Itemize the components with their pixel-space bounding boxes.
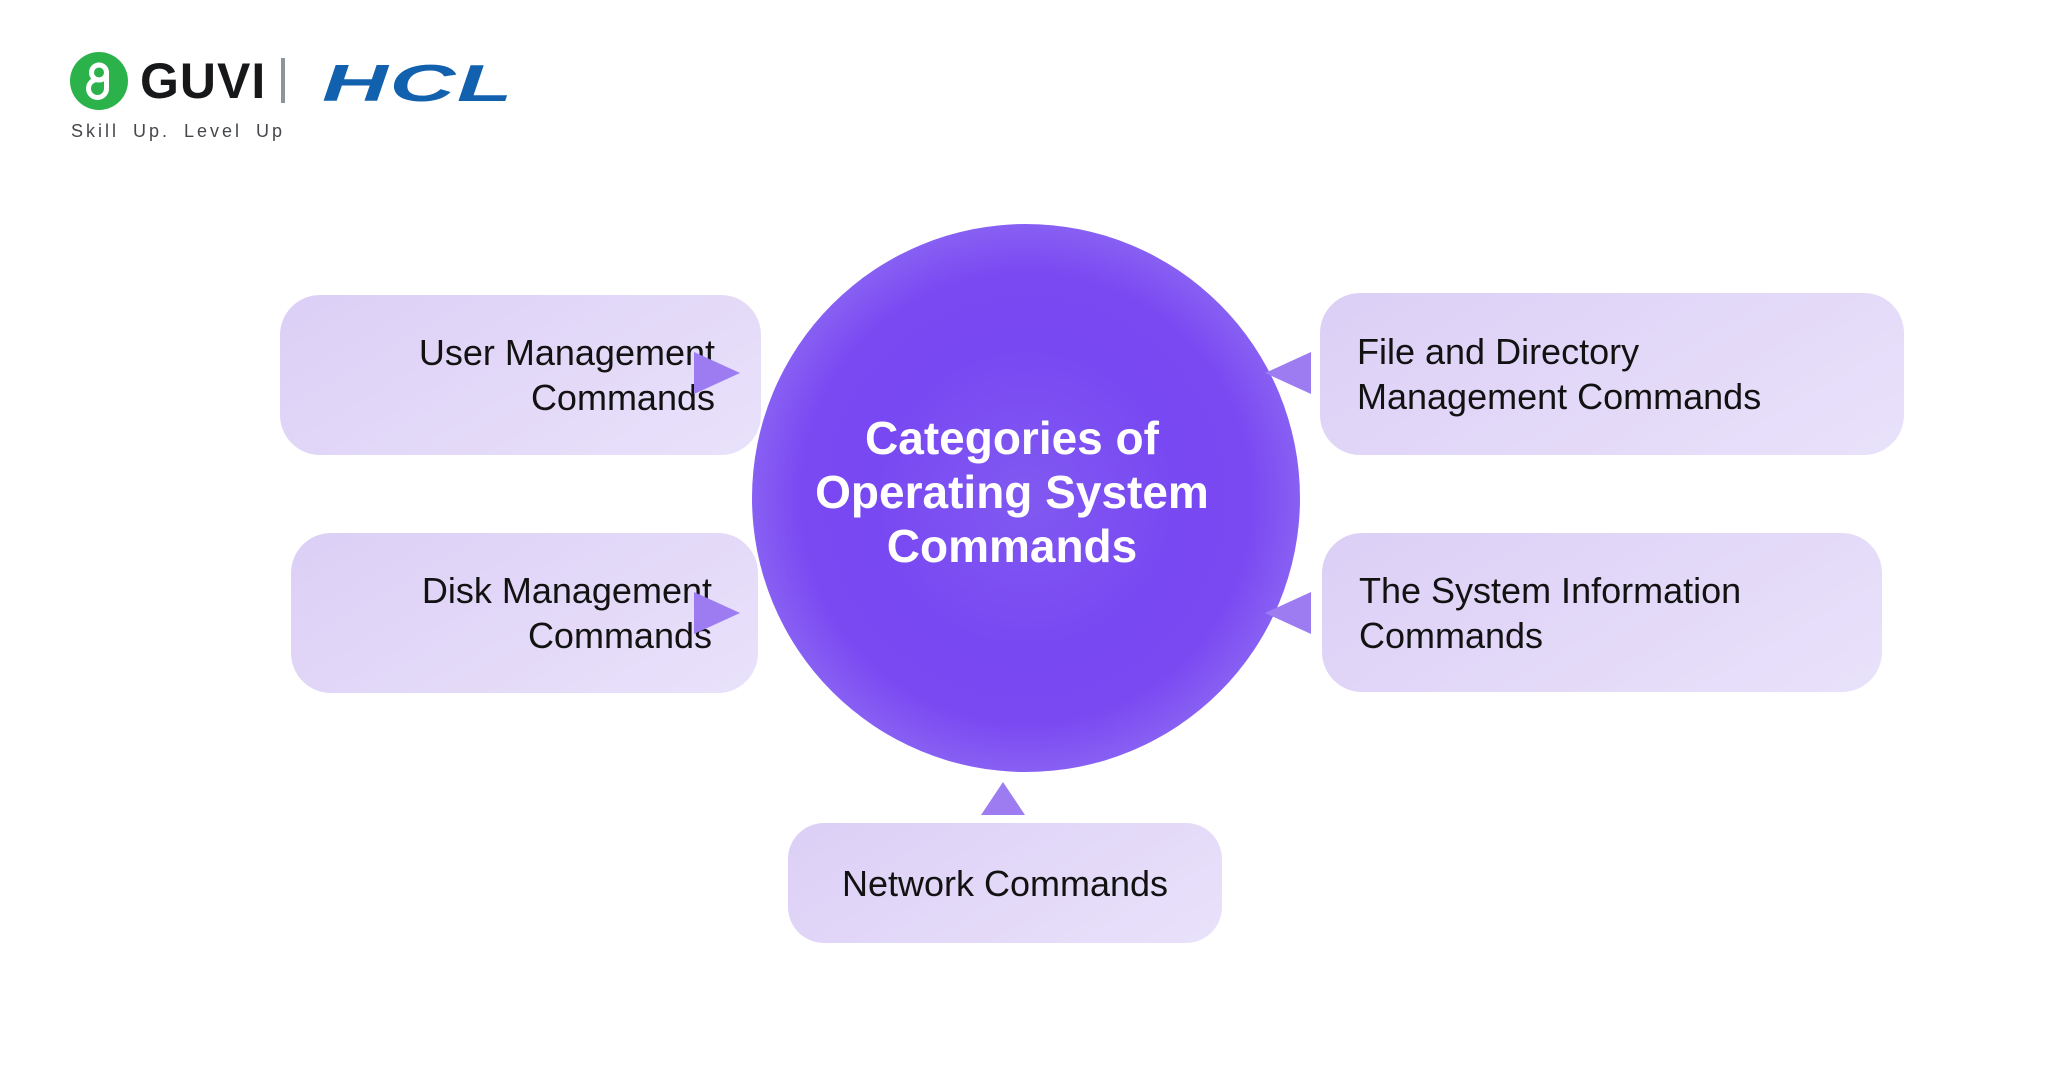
node-user-management: User Management Commands [280,295,761,455]
guvi-logo-icon [70,52,128,110]
hcl-wordmark: HCL [322,55,515,113]
node-disk-management: Disk Management Commands [291,533,758,693]
node-disk-management-label: Disk Management Commands [421,570,712,656]
brand-divider [281,58,285,103]
node-system-information: The System Information Commands [1322,533,1882,692]
node-file-directory-management: File and Directory Management Commands [1320,293,1904,455]
arrow-left-icon-system [1265,592,1311,634]
arrow-up-icon-network [981,782,1025,815]
node-user-management-label: User Management Commands [418,332,715,418]
center-circle: Categories of Operating System Commands [752,224,1300,772]
node-network-commands-label: Network Commands [841,862,1169,904]
node-file-directory-management-label: File and Directory Management Commands [1357,331,1762,417]
node-system-information-label: The System Information Commands [1359,569,1742,656]
center-title: Categories of Operating System Commands [815,412,1209,572]
arrow-left-icon-file [1265,352,1311,394]
node-network-commands: Network Commands [788,823,1222,943]
brand-tagline: Skill Up. Level Up [71,121,286,141]
arrow-right-icon-disk [694,592,740,634]
guvi-wordmark: GUVI [140,53,267,109]
arrow-right-icon-user [694,352,740,394]
